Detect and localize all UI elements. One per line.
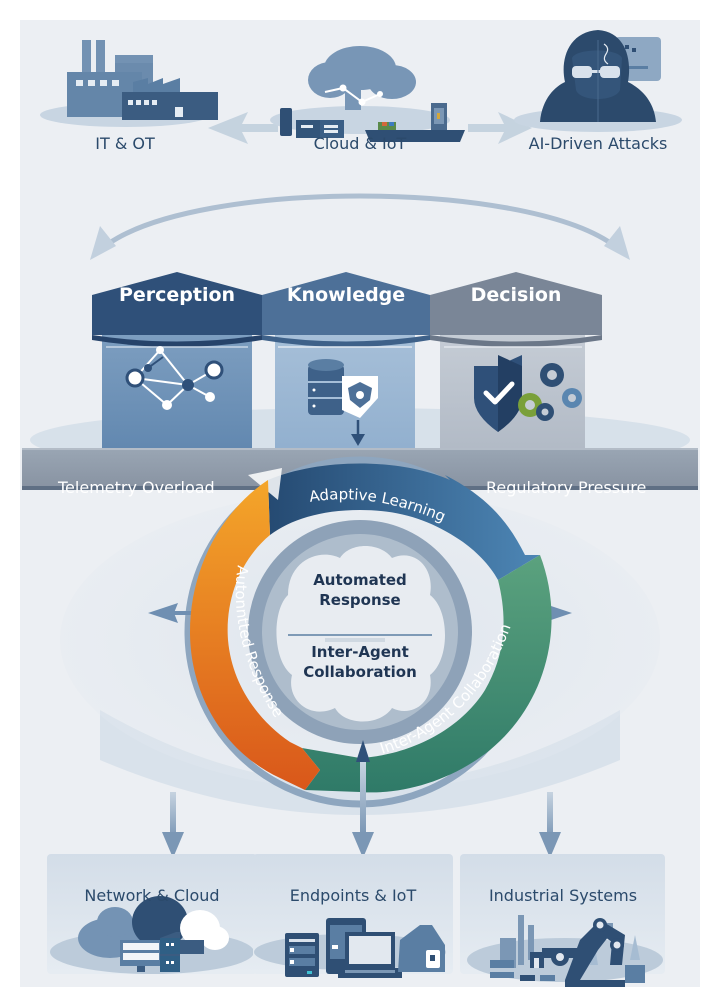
pillar-perception	[92, 272, 262, 470]
diagram-canvas: Adaptive Learning Inter-Agent Collaborat…	[20, 20, 700, 987]
band-label-regulatory-pressure: Regulatory Pressure	[486, 478, 647, 497]
factory-icon	[40, 40, 218, 127]
arrow-down-knowledge	[351, 420, 365, 446]
center-decoration	[325, 638, 385, 642]
pillar-knowledge	[262, 272, 430, 470]
label-cloud-iot: Cloud & IoT	[313, 134, 407, 153]
database-shield-icon	[308, 359, 378, 418]
label-endpoints-iot: Endpoints & IoT	[289, 886, 417, 905]
cloud-servers-icon	[78, 896, 229, 972]
label-ai-driven-attacks: AI-Driven Attacks	[528, 134, 668, 153]
devices-icon	[285, 918, 445, 978]
shield-check-gears-icon	[474, 355, 582, 432]
robot-arm-icon	[490, 915, 645, 987]
pillar-title-knowledge: Knowledge	[286, 284, 406, 306]
label-network-cloud: Network & Cloud	[84, 886, 220, 905]
cycle-segment-inter-agent	[302, 555, 552, 793]
center-label-line: Collaboration	[303, 663, 417, 681]
pillar-decision	[430, 272, 602, 470]
center-label-line: Inter-Agent	[311, 643, 409, 661]
label-it-ot: IT & OT	[95, 134, 155, 153]
arrow-down-industrial	[539, 792, 561, 858]
curved-double-arrow	[90, 193, 630, 260]
cycle-halo	[100, 710, 620, 815]
arrow-right-top	[468, 112, 532, 144]
center-label-inter-agent: Inter-Agent Collaboration	[280, 642, 440, 682]
network-graph-icon	[125, 346, 224, 410]
diagram-graphics: Adaptive Learning Inter-Agent Collaborat…	[22, 30, 698, 987]
cloud-network-icon	[270, 46, 465, 142]
pillar-title-perception: Perception	[118, 284, 236, 306]
cycle-segment-adaptive-learning	[268, 463, 540, 580]
arrow-down-network	[162, 792, 184, 858]
arrow-bidirectional-endpoints	[352, 740, 374, 858]
center-cloud	[276, 546, 445, 722]
arrow-left-top	[208, 112, 278, 144]
pillar-title-decision: Decision	[470, 284, 562, 306]
center-label-line: Automated	[313, 571, 407, 589]
band-label-telemetry-overload: Telemetry Overload	[58, 478, 215, 497]
label-industrial-systems: Industrial Systems	[488, 886, 638, 905]
cycle-segment-automated-response	[190, 480, 320, 790]
center-label-automated-response: Automated Response	[280, 570, 440, 610]
center-label-line: Response	[319, 591, 401, 609]
hooded-hacker-icon	[514, 30, 682, 132]
